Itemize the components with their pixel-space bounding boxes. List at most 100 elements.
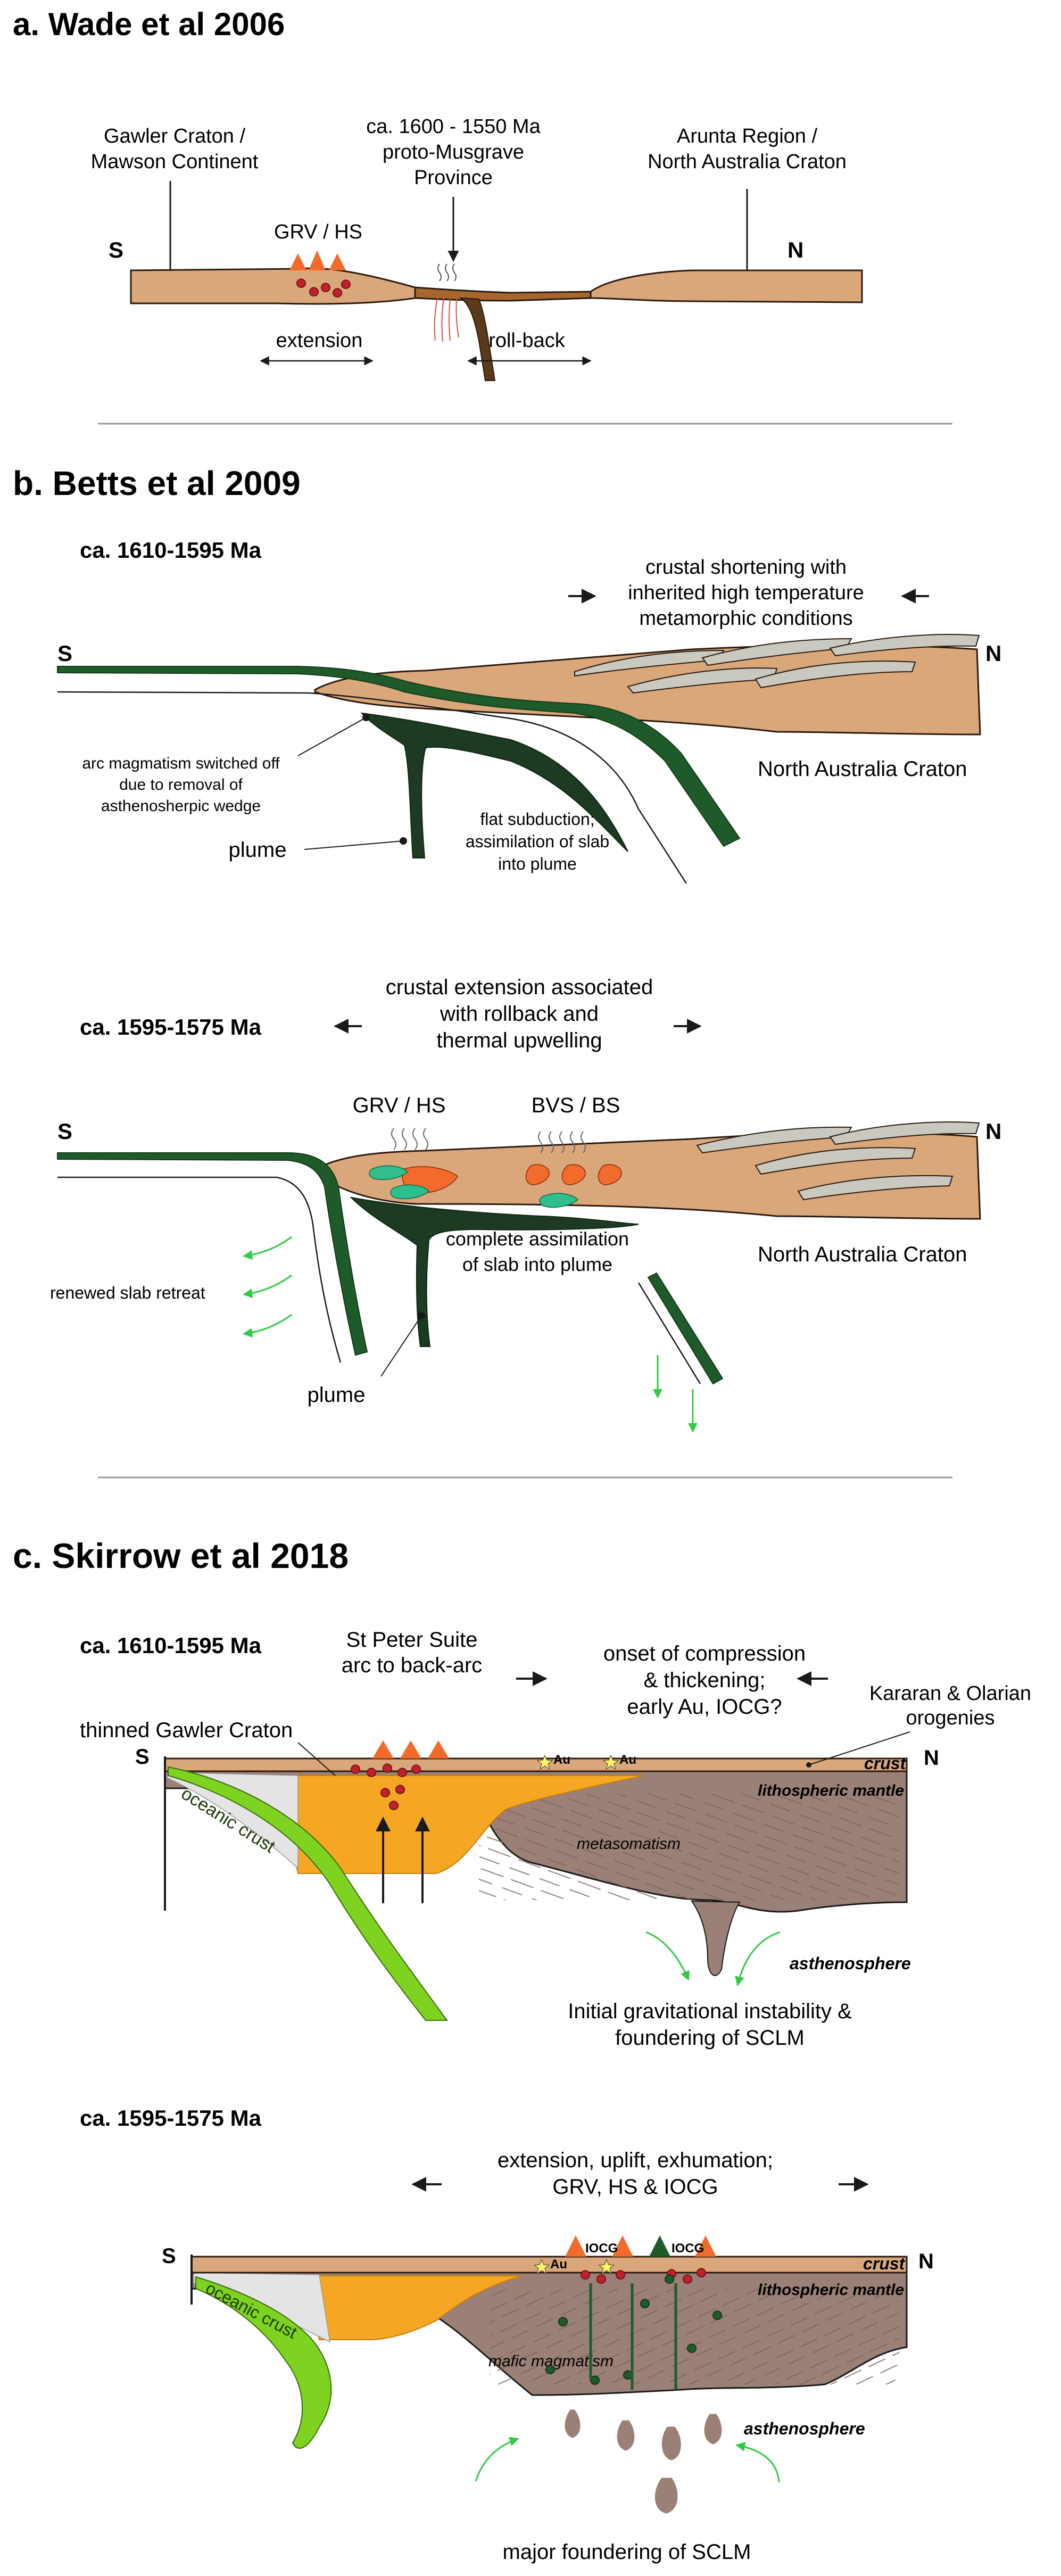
slab-b2-detached	[647, 1272, 724, 1385]
leader-plume-b2	[380, 1315, 422, 1377]
au-2: Au	[619, 1753, 636, 1767]
crust-c1	[164, 1757, 908, 1772]
dykes-c1	[351, 1763, 421, 1810]
shortening-2: inherited high temperature	[628, 582, 864, 604]
retreat-b2: renewed slab retreat	[50, 1283, 205, 1302]
slab-b1	[57, 666, 741, 847]
crust-a-left	[130, 267, 424, 305]
initial-1: Initial gravitational instability &	[568, 2000, 852, 2023]
star-icon-2	[602, 1754, 619, 1770]
lith-label-c1: lithospheric mantle	[758, 1782, 904, 1799]
green-arrow-c2-right	[735, 2442, 780, 2483]
slab-b2	[57, 1152, 368, 1356]
ext-b-2: with rollback and	[440, 1002, 599, 1026]
leader-kararan	[808, 1731, 910, 1765]
lith-label-c2: lithospheric mantle	[758, 2281, 904, 2299]
label-gawler-1: Gawler Craton /	[104, 125, 246, 147]
shortening-1: crustal shortening with	[645, 556, 847, 579]
age-b-top: ca. 1610-1595 Ma	[80, 538, 262, 563]
au-c2: Au	[550, 2257, 567, 2272]
initial-2: foundering of SCLM	[615, 2026, 805, 2050]
dykes-a	[296, 278, 351, 298]
hatch-c2	[490, 2289, 899, 2384]
green-arrow-c1-left	[645, 1931, 690, 1981]
star-icon-1	[536, 1754, 553, 1770]
kararan-2: orogenies	[906, 1707, 995, 1729]
mafic-arrows-c2	[589, 2283, 677, 2390]
kararan-1: Kararan & Olarian	[869, 1682, 1031, 1705]
leader-thinned	[297, 1742, 336, 1776]
plume-b2-label: plume	[308, 1383, 366, 1407]
onset-1: onset of compression	[603, 1642, 806, 1665]
volcano-a-2	[309, 250, 326, 270]
age-c-bottom: ca. 1595-1575 Ma	[80, 2106, 262, 2131]
ext-b-1: crustal extension associated	[386, 976, 653, 999]
label-gawler-2: Mawson Continent	[91, 151, 259, 173]
thinned: thinned Gawler Craton	[80, 1719, 293, 1742]
leader-arc-b1	[297, 717, 367, 756]
bvs-b2: BVS / BS	[532, 1094, 620, 1117]
crust-c2	[190, 2256, 908, 2274]
star-icon-4	[598, 2259, 615, 2275]
grv-b2: GRV / HS	[353, 1094, 446, 1117]
green-arrow-c1-right	[735, 1931, 781, 1986]
label-arunta-1: Arunta Region /	[677, 125, 817, 147]
iocg-2: IOCG	[672, 2241, 704, 2256]
onset-3: early Au, IOCG?	[627, 1695, 782, 1719]
slab-b2-detached-outline	[637, 1282, 701, 1384]
label-n-a: N	[788, 237, 803, 262]
astheno-c2: asthenosphere	[744, 2419, 865, 2438]
flat-3: into plume	[498, 854, 577, 873]
drip-c1	[691, 1900, 741, 1976]
panel-a: a. Wade et al 2006 Gawler Craton / Mawso…	[13, 6, 952, 425]
green-arrows-retreat	[243, 1236, 292, 1338]
steam-b2	[391, 1128, 586, 1153]
label-s-b2: S	[57, 1119, 72, 1144]
drips-c2	[565, 2409, 722, 2514]
label-musgrave-2: proto-Musgrave	[383, 141, 524, 163]
ext-c-1: extension, uplift, exhumation;	[498, 2149, 773, 2172]
thin-outline-b2	[57, 1176, 342, 1363]
crust-a-right	[590, 269, 863, 303]
leader-plume-b1	[304, 840, 404, 850]
label-s-a: S	[109, 237, 123, 262]
magma-teal-b2	[369, 1165, 579, 1208]
oceanic-c2	[195, 2276, 332, 2449]
dykes-c2	[581, 2268, 706, 2284]
onset-2: & thickening;	[643, 1669, 765, 1692]
crust-label-c1: crust	[864, 1754, 907, 1773]
flat-2: assimilation of slab	[466, 832, 609, 851]
flat-1: flat subduction;	[480, 810, 594, 829]
grey-wedge-c1	[167, 1772, 299, 1869]
volcanoes-c1	[372, 1740, 449, 1758]
label-s-c2: S	[162, 2244, 176, 2268]
panel-b: b. Betts et al 2009 ca. 1610-1595 Ma cru…	[13, 464, 1001, 1479]
label-n-c2: N	[918, 2250, 934, 2273]
label-n-b2: N	[985, 1119, 1001, 1144]
iocg-1: IOCG	[585, 2241, 618, 2256]
panel-b-title: b. Betts et al 2009	[13, 464, 301, 502]
arc-off-3: asthenosherpic wedge	[101, 797, 261, 815]
melt-lines-a	[434, 298, 459, 342]
volcano-a-1	[289, 253, 306, 270]
star-icon-3	[533, 2259, 550, 2275]
label-grv-a: GRV / HS	[274, 221, 362, 243]
stpeter-2: arc to back-arc	[342, 1654, 483, 1677]
label-n-c1: N	[924, 1746, 939, 1770]
ext-b-3: thermal upwelling	[436, 1029, 602, 1052]
panel-c: c. Skirrow et al 2018 ca. 1610-1595 Ma S…	[13, 1536, 1031, 2564]
nac-b1: North Australia Craton	[758, 757, 967, 781]
sediments-b2	[696, 1121, 980, 1201]
metasomatism-label: metasomatism	[577, 1835, 681, 1853]
label-musgrave-1: ca. 1600 - 1550 Ma	[366, 115, 541, 138]
arc-off-2: due to removal of	[119, 776, 243, 794]
volcano-a-3	[329, 253, 346, 270]
label-n-b1: N	[985, 641, 1001, 666]
mafic-dykes-c2	[545, 2274, 722, 2385]
plume-b1	[360, 712, 628, 858]
arc-off-1: arc magmatism switched off	[82, 755, 280, 772]
astheno-c1: asthenosphere	[790, 1954, 911, 1973]
complete-2: of slab into plume	[462, 1253, 612, 1275]
